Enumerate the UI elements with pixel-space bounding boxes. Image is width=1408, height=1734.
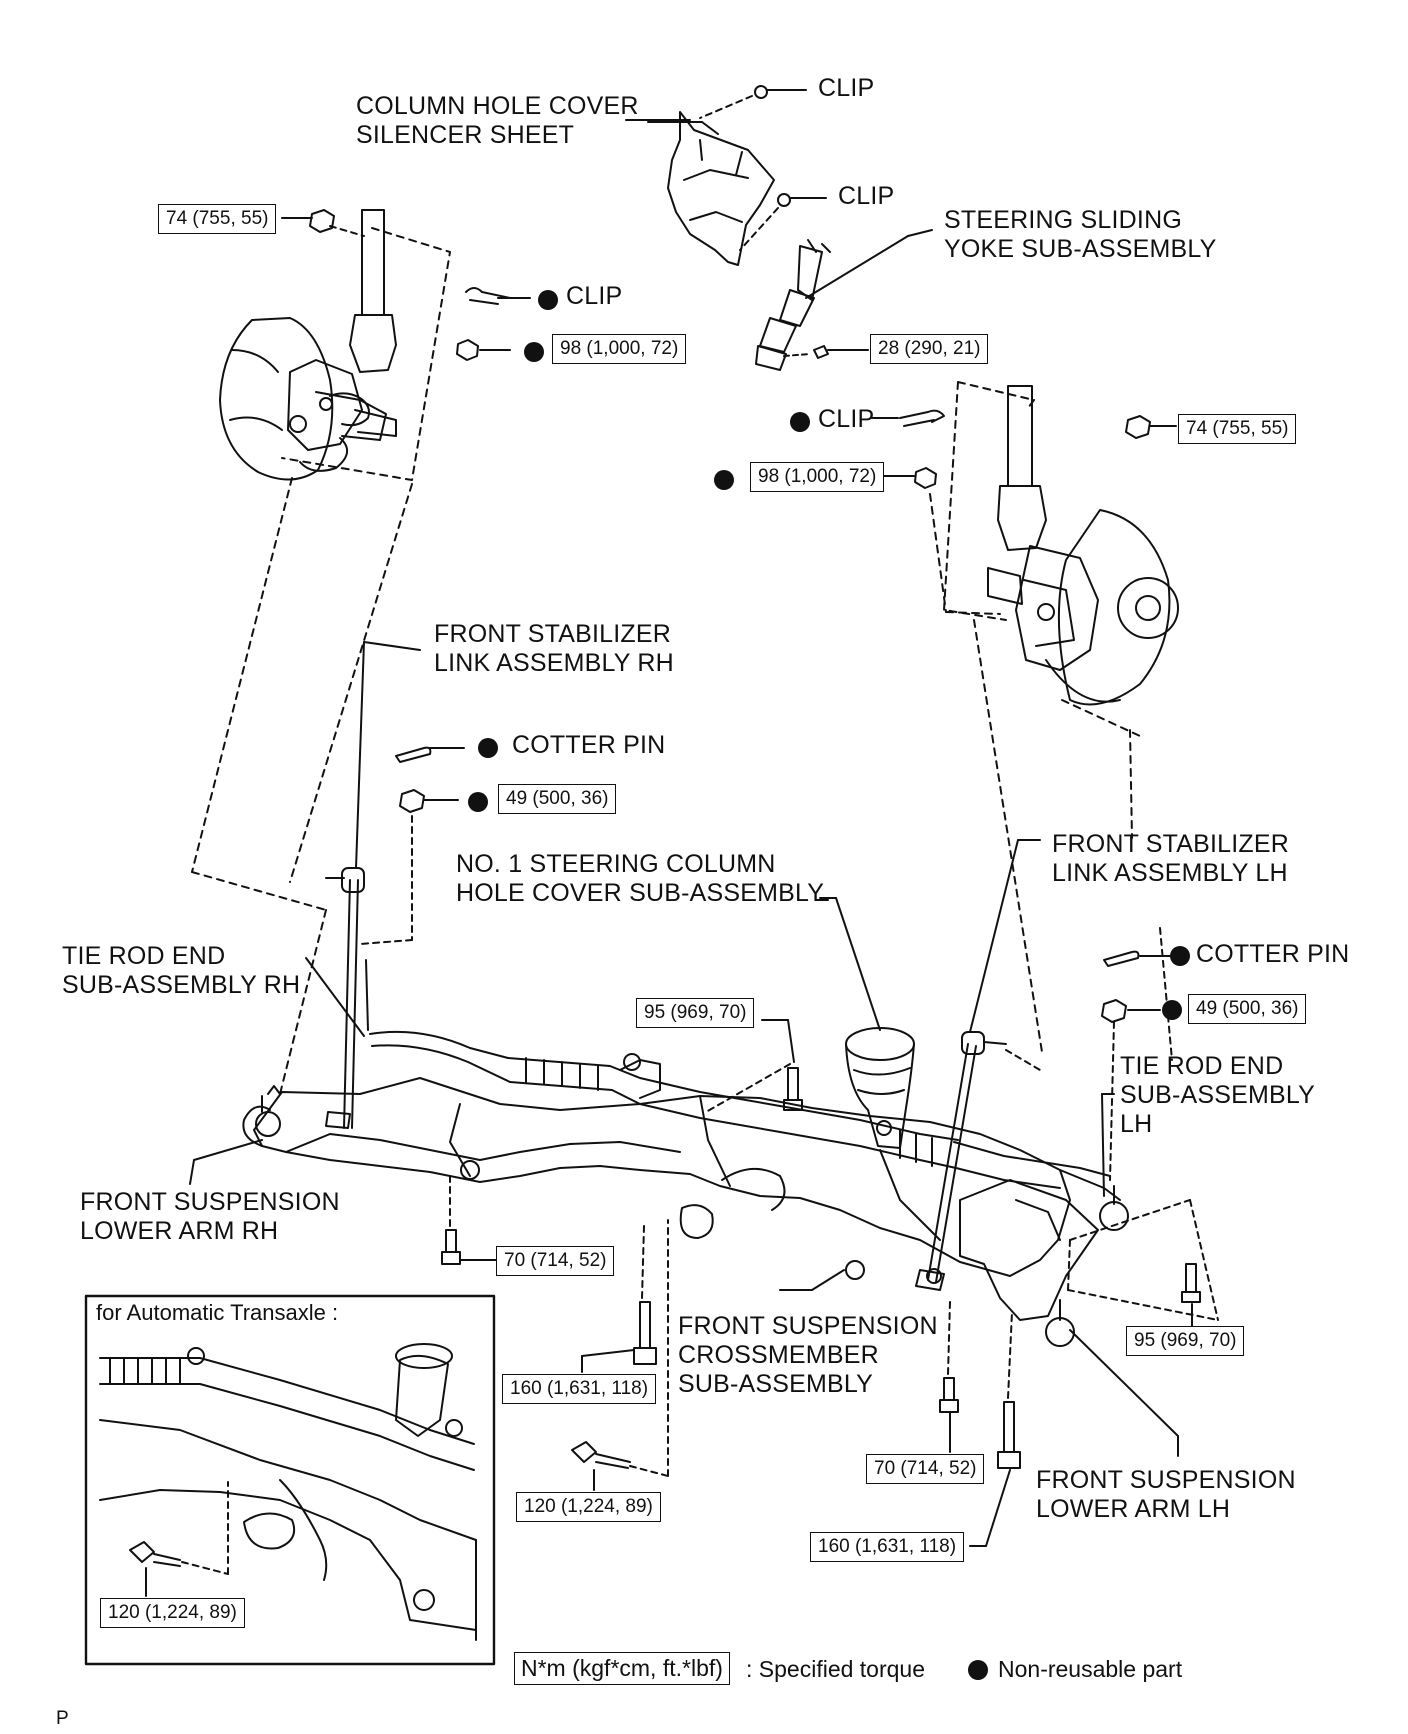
legend-nonreusable-dot [968,1660,988,1680]
torque-arm-bolt-rh: 70 (714, 52) [496,1246,615,1276]
label-front-suspension-lower-arm-lh: FRONT SUSPENSION LOWER ARM LH [1036,1466,1296,1523]
lh-strut-knuckle-drawing [987,385,1179,706]
label-front-stabilizer-link-rh: FRONT STABILIZER LINK ASSEMBLY RH [434,620,674,677]
inset-title: for Automatic Transaxle : [96,1300,339,1325]
torque-stab-nut-rh: 49 (500, 36) [498,784,617,814]
stab-nut-lh-drawing [1101,999,1161,1023]
torque-crossmember-bolt-lh: 160 (1,631, 118) [810,1532,965,1562]
torque-knuckle-nut-lh: 98 (1,000, 72) [750,462,885,492]
label-front-suspension-lower-arm-rh: FRONT SUSPENSION LOWER ARM RH [80,1188,340,1245]
footer-code: P [56,1708,69,1729]
lh-strut-dash-box [943,381,1035,621]
yoke-bolt-drawing [813,345,847,359]
clip-top-2-drawing [777,193,827,207]
legend-torque-unit: N*m (kgf*cm, ft.*lbf) [514,1652,730,1685]
cotter-pin-lh-drawing [1103,950,1171,967]
nonreusable-dot-cotter-pin-lh [1170,946,1190,966]
label-clip-rh: CLIP [566,282,623,310]
silencer-sheet-drawing [667,111,775,266]
nonreusable-dot-knuckle-nut-rh [524,342,544,362]
clip-rh-drawing [465,287,531,305]
label-cotter-pin-lh: COTTER PIN [1196,940,1350,968]
inset-bolt-drawing [129,1541,181,1567]
lh-strut-nut-drawing [1125,415,1151,439]
inset-frame [84,1294,496,1666]
rh-strut-nut-drawing [309,209,335,233]
torque-stab-nut-lh: 49 (500, 36) [1188,994,1307,1024]
nonreusable-dot-stab-nut-lh [1162,1000,1182,1020]
torque-inset-bolt: 120 (1,224, 89) [100,1598,245,1628]
nonreusable-dot-clip-rh [538,290,558,310]
label-cotter-pin-rh: COTTER PIN [512,731,666,759]
torque-arm-bolt-lh: 70 (714, 52) [866,1454,985,1484]
knuckle-nut-lh-drawing [883,467,937,489]
crossmember-bolt-rh-drawing [633,1301,657,1365]
torque-yoke-bolt: 28 (290, 21) [870,334,989,364]
arm-bolt-rh-drawing [441,1229,461,1265]
legend-nonreusable-desc: Non-reusable part [998,1656,1183,1682]
rack-bolt-lh-drawing [1181,1263,1201,1303]
label-clip-lh: CLIP [818,405,875,433]
clip-lh-drawing [871,409,945,427]
stab-nut-rh-drawing [399,789,459,813]
torque-rack-bolt-lh: 95 (969, 70) [1126,1326,1245,1356]
torque-strut-nut-lh: 74 (755, 55) [1178,414,1297,444]
crossmember-bolt-lh-drawing [997,1401,1021,1469]
label-column-hole-cover-silencer-sheet: COLUMN HOLE COVER SILENCER SHEET [356,92,639,149]
label-front-stabilizer-link-lh: FRONT STABILIZER LINK ASSEMBLY LH [1052,830,1290,887]
rack-bolt-center-drawing [783,1067,803,1111]
crossmember-rear-bolt-drawing [571,1441,631,1469]
rh-strut-dash-box [281,227,451,481]
stab-link-rh-drawing [325,867,365,1129]
nonreusable-dot-stab-nut-rh [468,792,488,812]
torque-rack-bolt-center: 95 (969, 70) [636,998,755,1028]
label-clip-top-1: CLIP [818,74,875,102]
steering-rack-drawing [369,1030,1111,1189]
label-no1-steering-column-hole-cover: NO. 1 STEERING COLUMN HOLE COVER SUB-ASS… [456,850,825,907]
stab-link-lh-drawing [915,1031,1007,1291]
sliding-yoke-drawing [755,239,831,371]
label-front-suspension-crossmember: FRONT SUSPENSION CROSSMEMBER SUB-ASSEMBL… [678,1312,938,1398]
nonreusable-dot-knuckle-nut-lh [714,470,734,490]
knuckle-nut-rh-drawing [456,339,511,361]
label-clip-top-2: CLIP [838,182,895,210]
clip-top-1-drawing [754,85,807,99]
cotter-pin-rh-drawing [395,746,465,763]
nonreusable-dot-cotter-pin-rh [478,738,498,758]
inset-rack-drawing [99,1343,477,1641]
torque-crossmember-bolt-rh: 160 (1,631, 118) [502,1374,657,1404]
nonreusable-dot-clip-lh [790,412,810,432]
rh-strut-knuckle-drawing [219,209,397,481]
torque-strut-nut-rh: 74 (755, 55) [158,204,277,234]
label-steering-sliding-yoke: STEERING SLIDING YOKE SUB-ASSEMBLY [944,206,1217,263]
label-tie-rod-end-lh: TIE ROD END SUB-ASSEMBLY LH [1120,1052,1316,1138]
arm-bolt-lh-drawing [939,1377,959,1413]
label-tie-rod-end-rh: TIE ROD END SUB-ASSEMBLY RH [62,942,301,999]
lower-arm-lh-drawing [959,1179,1129,1347]
torque-crossmember-rear-bolt: 120 (1,224, 89) [516,1492,661,1522]
legend-torque-desc: : Specified torque [746,1656,926,1682]
crossmember-drawing [242,1077,1121,1284]
torque-knuckle-nut-rh: 98 (1,000, 72) [552,334,687,364]
